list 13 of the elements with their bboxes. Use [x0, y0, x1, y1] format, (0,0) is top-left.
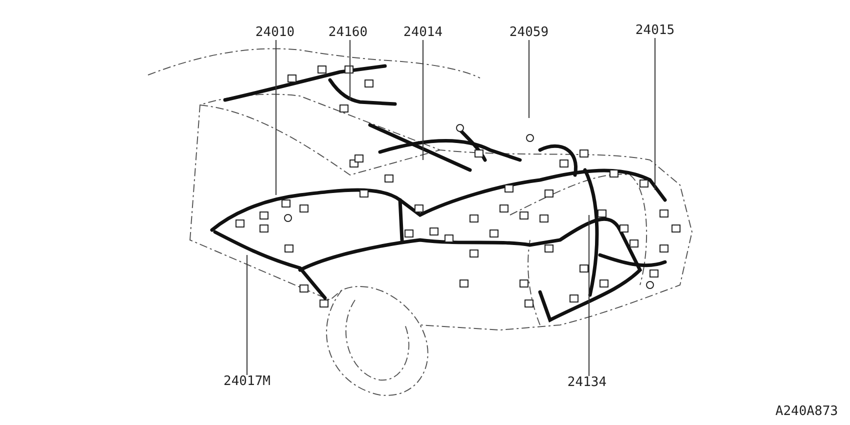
- leader-line: [588, 214, 590, 376]
- callout-number: 24010: [255, 26, 295, 40]
- callout-number: 24134: [567, 376, 607, 390]
- figure-code: A240A873: [775, 405, 838, 419]
- leader-line: [422, 40, 424, 160]
- leader-line: [246, 254, 248, 376]
- callout-number: 24015: [635, 24, 675, 38]
- callout-number: 24059: [509, 26, 549, 40]
- leader-line: [654, 38, 656, 190]
- callout-number: 24014: [403, 26, 443, 40]
- callout-number: 24017M: [224, 375, 270, 389]
- callout-number: 24160: [328, 26, 368, 40]
- leader-line: [528, 40, 530, 118]
